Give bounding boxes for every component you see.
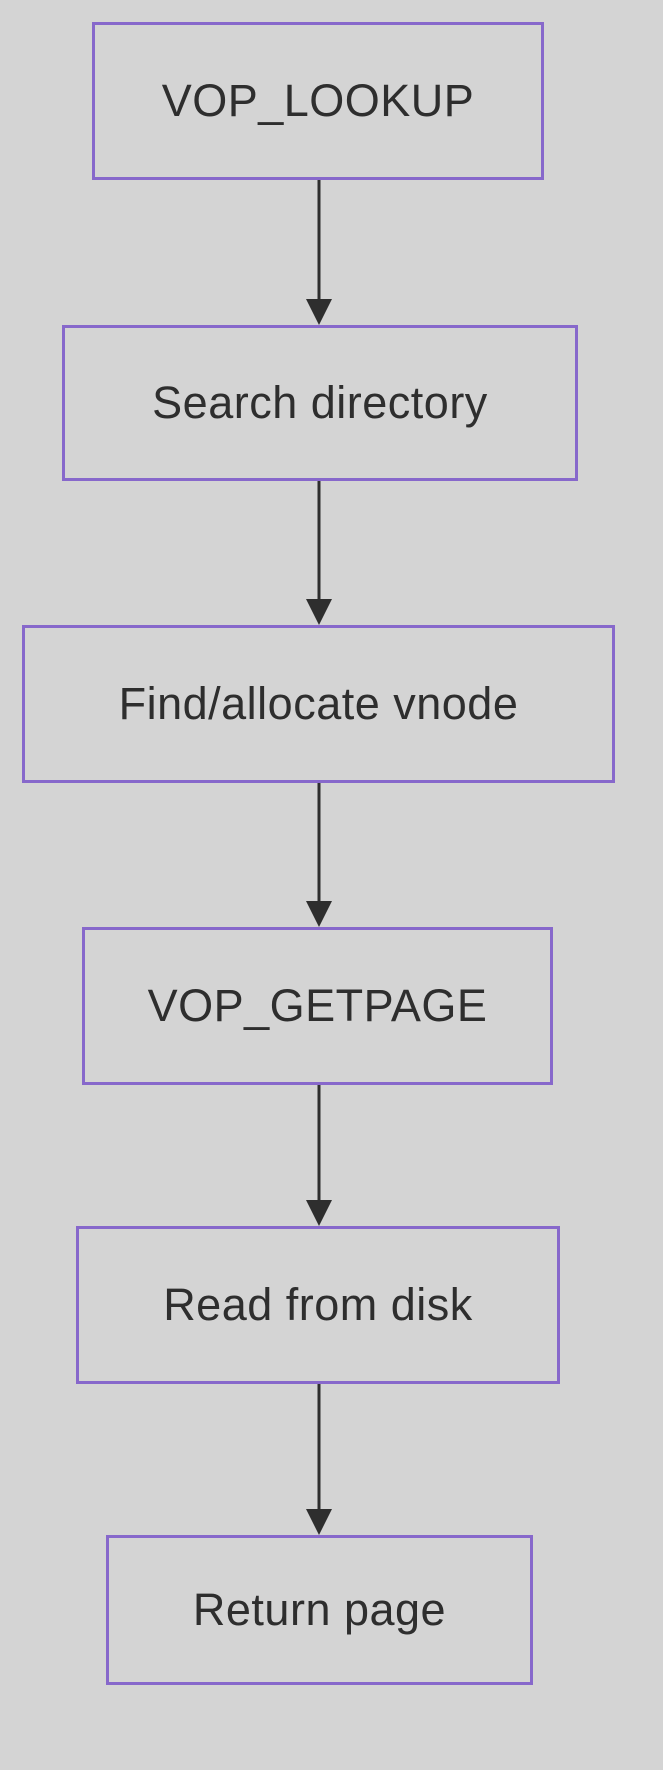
arrow-head [306, 1509, 332, 1535]
flow-node-return-page: Return page [106, 1535, 533, 1685]
flow-node-vop-getpage: VOP_GETPAGE [82, 927, 553, 1085]
arrow-down-icon [305, 1384, 333, 1535]
arrow-shaft [317, 481, 321, 603]
arrow-head [306, 299, 332, 325]
node-label: Read from disk [163, 1279, 473, 1330]
arrow-down-icon [305, 481, 333, 625]
node-label: Return page [192, 1584, 447, 1635]
node-label: VOP_GETPAGE [147, 980, 488, 1031]
arrow-down-icon [305, 1085, 333, 1226]
flow-node-vop-lookup: VOP_LOOKUP [92, 22, 544, 180]
node-label: Find/allocate vnode [118, 678, 519, 729]
arrow-shaft [317, 783, 321, 905]
arrow-head [306, 1200, 332, 1226]
arrow-down-icon [305, 783, 333, 927]
node-label: VOP_LOOKUP [161, 75, 475, 126]
arrow-shaft [317, 1384, 321, 1513]
flow-node-find-allocate-vnode: Find/allocate vnode [22, 625, 615, 783]
arrow-shaft [317, 1085, 321, 1204]
arrow-shaft [317, 180, 321, 303]
node-label: Search directory [152, 377, 488, 428]
flow-node-search-directory: Search directory [62, 325, 578, 481]
arrow-down-icon [305, 180, 333, 325]
arrow-head [306, 901, 332, 927]
flow-node-read-from-disk: Read from disk [76, 1226, 560, 1384]
arrow-head [306, 599, 332, 625]
